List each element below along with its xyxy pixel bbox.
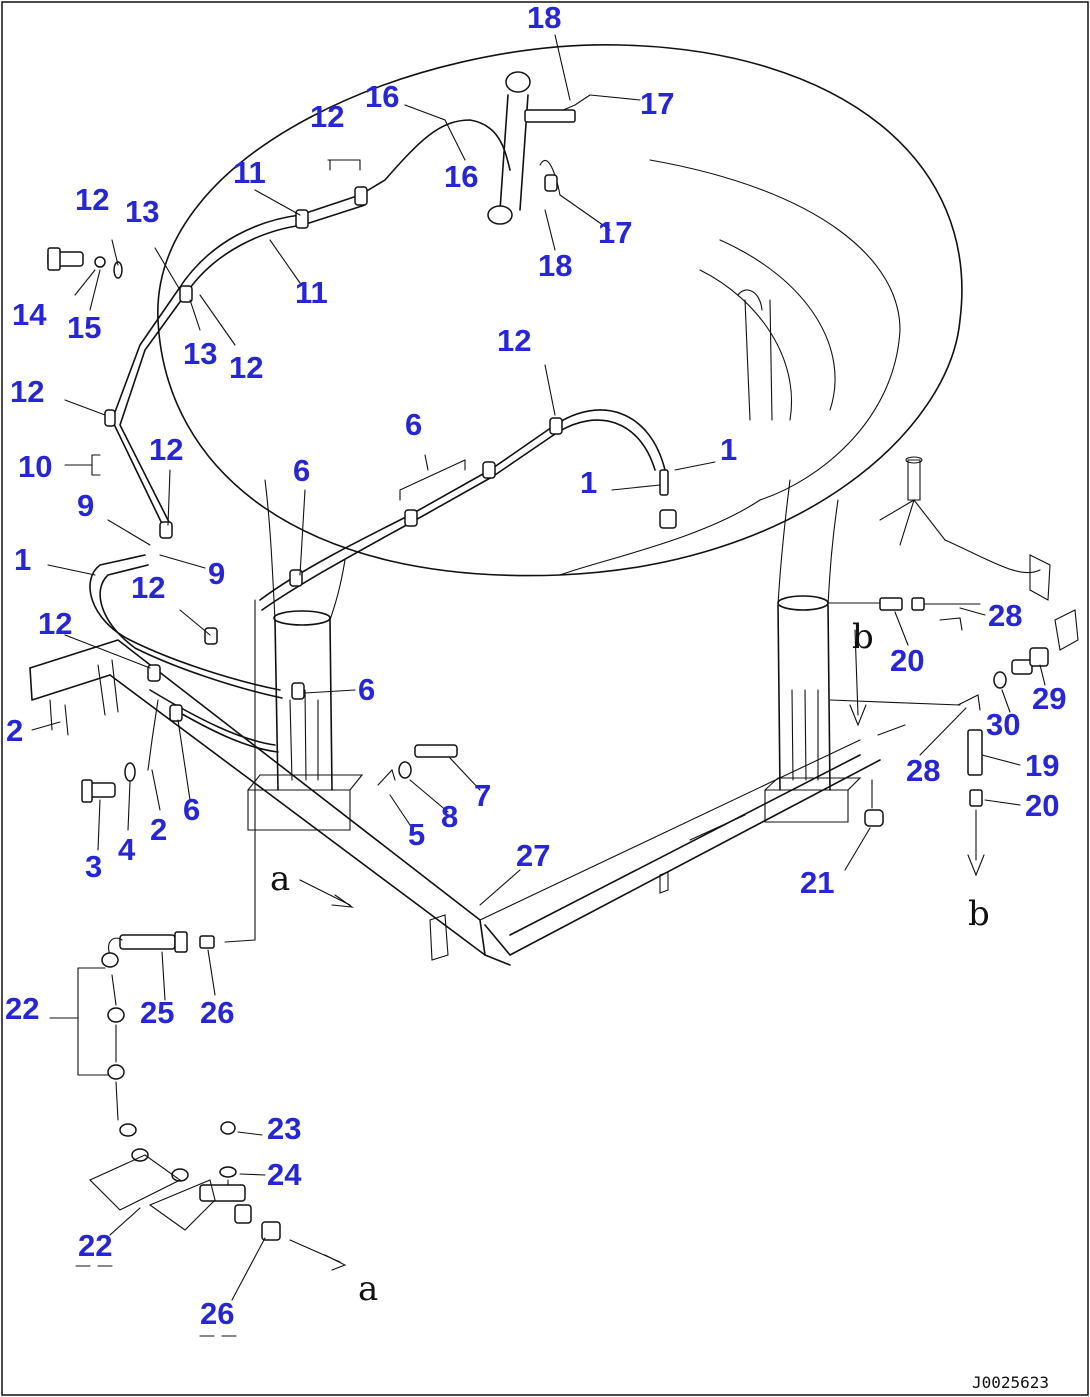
callout-28-lower: 28 — [906, 753, 940, 788]
document-id: J0025623 — [972, 1373, 1049, 1392]
hardware-left — [47, 247, 458, 803]
callout-12-right-mid: 12 — [497, 323, 531, 358]
callout-13-lower: 13 — [183, 336, 217, 371]
hardware-right — [829, 597, 1049, 877]
callout-17-mid: 17 — [598, 215, 632, 250]
connector-a-arrow — [299, 879, 355, 908]
callout-18-top: 18 — [527, 0, 561, 35]
connector-b-upper: b — [852, 617, 874, 657]
callout-2-left: 2 — [6, 713, 23, 748]
leader-lines — [31, 34, 1046, 1301]
callout-9-lower: 9 — [208, 556, 225, 591]
callout-29: 29 — [1032, 681, 1066, 716]
callout-23: 23 — [267, 1111, 301, 1146]
callout-labels: 18 17 16 12 16 17 18 11 11 12 13 14 15 1… — [5, 0, 1066, 1331]
callout-11-upper: 11 — [233, 155, 266, 190]
callout-12-left-top: 12 — [75, 182, 109, 217]
callout-12-top: 12 — [310, 99, 344, 134]
callout-10: 10 — [18, 449, 52, 484]
callout-3: 3 — [85, 849, 102, 884]
callout-12-left-side: 12 — [10, 374, 44, 409]
callout-6-lower: 6 — [183, 792, 200, 827]
callout-1-right-a: 1 — [720, 432, 737, 467]
callout-11-lower: 11 — [295, 275, 328, 310]
callout-12-lower-a: 12 — [131, 570, 165, 605]
callout-6-column: 6 — [358, 672, 375, 707]
callout-22-upper: 22 — [5, 991, 39, 1026]
fitting-group — [89, 931, 347, 1271]
callout-21: 21 — [800, 865, 834, 900]
callout-20-lower: 20 — [1025, 788, 1059, 823]
callout-27: 27 — [516, 838, 550, 873]
callout-22-lower: 22 — [78, 1228, 112, 1263]
callout-24: 24 — [267, 1157, 302, 1192]
connector-letters: a a b b — [270, 617, 990, 1309]
callout-17-top: 17 — [640, 86, 674, 121]
callout-30: 30 — [986, 707, 1020, 742]
callout-7: 7 — [474, 778, 491, 813]
callout-2-right: 2 — [150, 812, 167, 847]
callout-6-top: 6 — [405, 407, 422, 442]
callout-9-upper: 9 — [77, 488, 94, 523]
callout-19: 19 — [1025, 748, 1059, 783]
callout-5: 5 — [408, 817, 425, 852]
callout-16-mid: 16 — [444, 159, 478, 194]
callout-20-upper: 20 — [890, 643, 924, 678]
callout-12-center-left: 12 — [149, 432, 183, 467]
callout-26-upper: 26 — [200, 995, 234, 1030]
callout-4: 4 — [118, 832, 136, 867]
clamps — [104, 109, 677, 722]
connector-b-lower: b — [968, 894, 990, 934]
callout-12-lower-b: 12 — [38, 606, 72, 641]
callout-18-mid: 18 — [538, 248, 572, 283]
callout-8: 8 — [441, 799, 458, 834]
callout-26-lower: 26 — [200, 1296, 234, 1331]
callout-14: 14 — [12, 297, 47, 332]
callout-16-top: 16 — [365, 79, 399, 114]
base-frame — [29, 639, 881, 966]
callout-28-upper: 28 — [988, 598, 1022, 633]
callout-1-left: 1 — [14, 542, 31, 577]
connector-a-lower: a — [358, 1269, 378, 1309]
callout-15: 15 — [67, 310, 101, 345]
dump-bowl — [157, 44, 963, 577]
connector-a-upper: a — [270, 859, 290, 899]
callout-13-upper: 13 — [125, 194, 159, 229]
callout-12-left-mid: 12 — [229, 350, 263, 385]
callout-1-right-b: 1 — [580, 465, 597, 500]
callout-6-upper-mid: 6 — [293, 453, 310, 488]
right-column — [764, 479, 862, 823]
rear-support-bracket — [879, 456, 1079, 651]
left-column — [247, 479, 364, 831]
callout-25: 25 — [140, 995, 174, 1030]
